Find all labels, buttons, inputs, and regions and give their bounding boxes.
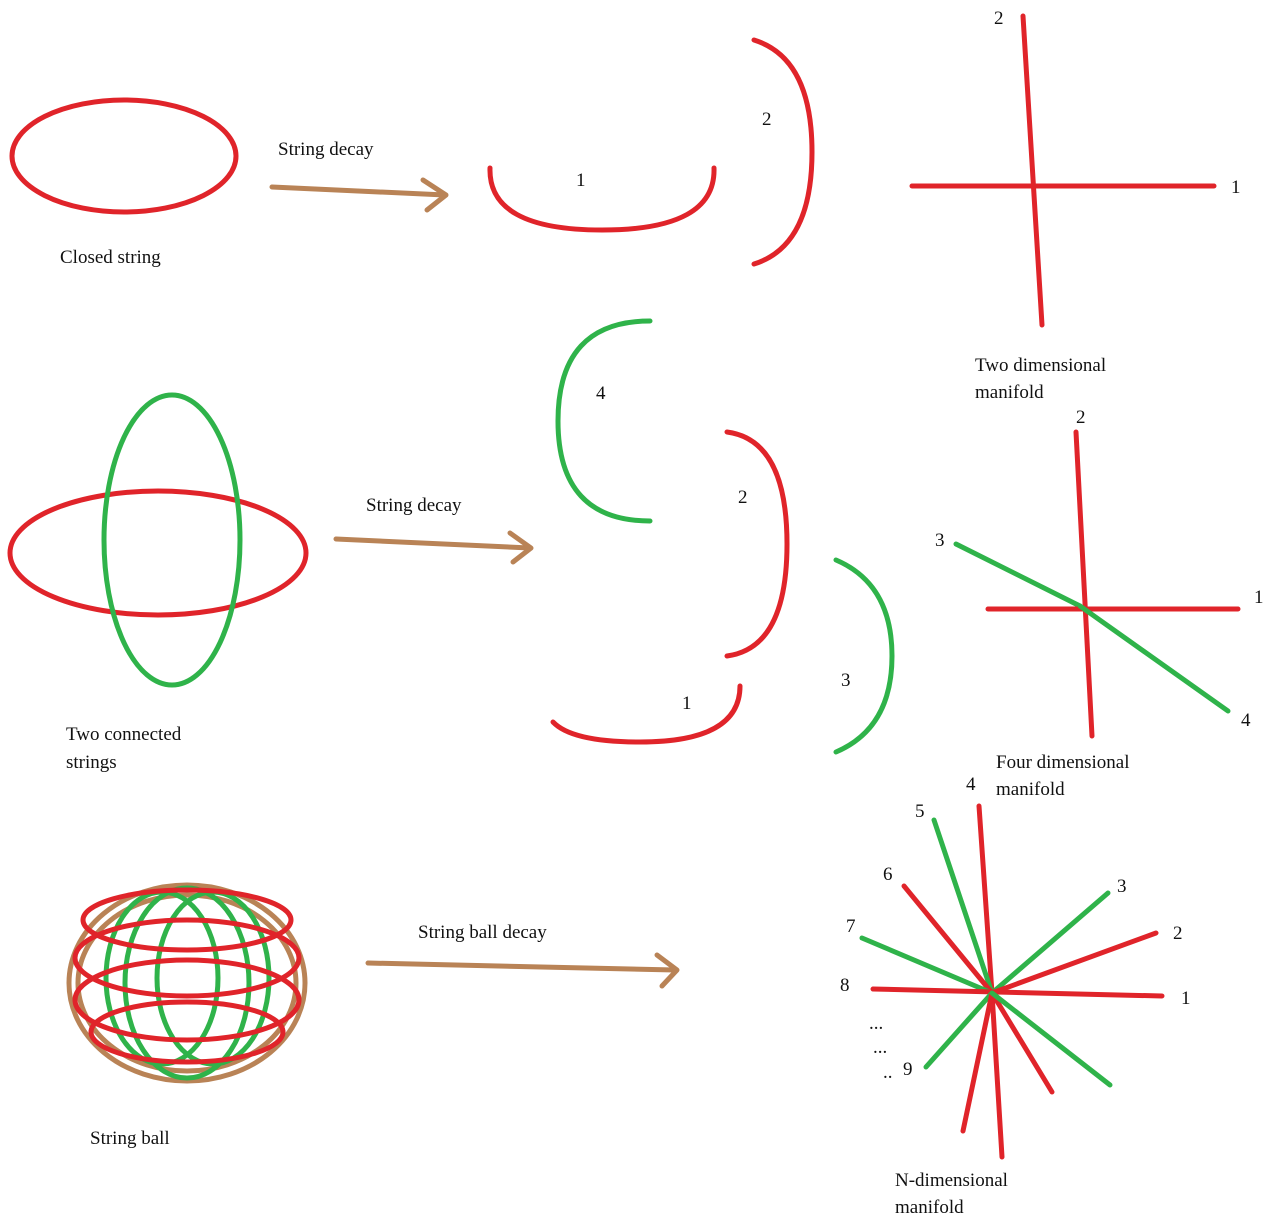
row2-open-string-3 [836, 560, 892, 752]
n-manifold-axis-label-7: 7 [846, 916, 856, 937]
row1-open-string-1 [490, 168, 714, 230]
closed-string-label: Closed string [60, 247, 161, 268]
four-dimensional-manifold [956, 432, 1238, 736]
row3-decay-arrow [368, 955, 677, 986]
row3-arrow-label: String ball decay [418, 922, 547, 943]
row2-open-string-4 [558, 321, 650, 521]
n-manifold-axis-label-5: 5 [915, 801, 925, 822]
row2-segment-label-4: 4 [596, 383, 606, 404]
row1-segment-label-2: 2 [762, 109, 772, 130]
row2-segment-label-2: 2 [738, 487, 748, 508]
row1-manifold-axis-label-1: 1 [1231, 177, 1241, 198]
two-dimensional-manifold [912, 16, 1214, 325]
n-manifold-axis-label-8: 8 [840, 975, 850, 996]
row2-manifold-axis-label-4: 4 [1241, 710, 1251, 731]
closed-string-loop [12, 100, 236, 212]
row1-arrow-label: String decay [278, 139, 374, 160]
row1-open-string-2 [754, 40, 812, 264]
n-manifold-axis-label-9: 9 [903, 1059, 913, 1080]
row2-open-string-1 [553, 686, 740, 742]
row2-manifold-axis-label-2: 2 [1076, 407, 1086, 428]
four-dimensional-manifold-label-line1: Four dimensional [996, 752, 1130, 773]
two-connected-strings-label-line1: Two connected [66, 724, 182, 745]
row1-segment-label-1: 1 [576, 170, 586, 191]
two-dimensional-manifold-label-line2: manifold [975, 382, 1044, 403]
two-connected-strings-red-loop [10, 491, 306, 615]
string-ball-label: String ball [90, 1128, 170, 1149]
n-dimensional-manifold-label-line1: N-dimensional [895, 1170, 1008, 1191]
row2-open-string-2 [727, 432, 787, 656]
n-dimensional-manifold-label-line2: manifold [895, 1197, 964, 1218]
n-manifold-axis-label-4: 4 [966, 774, 976, 795]
row2-arrow-label: String decay [366, 495, 462, 516]
n-manifold-ellipsis-2: ... [873, 1037, 887, 1058]
two-dimensional-manifold-label-line1: Two dimensional [975, 355, 1106, 376]
row1-decay-arrow [272, 180, 446, 210]
n-manifold-axis-label-6: 6 [883, 864, 893, 885]
row2-segment-label-1: 1 [682, 693, 692, 714]
n-dimensional-manifold [862, 806, 1162, 1157]
row2-manifold-axis-label-1: 1 [1254, 587, 1264, 608]
row1-manifold-axis-label-2: 2 [994, 8, 1004, 29]
n-manifold-ellipsis-1: ... [869, 1013, 883, 1034]
n-manifold-axis-label-2: 2 [1173, 923, 1183, 944]
string-ball [69, 885, 305, 1081]
n-manifold-axis-label-3: 3 [1117, 876, 1127, 897]
row2-decay-arrow [336, 533, 531, 562]
row2-segment-label-3: 3 [841, 670, 851, 691]
two-connected-strings-green-loop [104, 395, 240, 685]
row2-manifold-axis-label-3: 3 [935, 530, 945, 551]
four-dimensional-manifold-label-line2: manifold [996, 779, 1065, 800]
n-manifold-ellipsis-3: .. [883, 1062, 893, 1083]
n-manifold-axis-label-1: 1 [1181, 988, 1191, 1009]
two-connected-strings-label-line2: strings [66, 752, 117, 773]
